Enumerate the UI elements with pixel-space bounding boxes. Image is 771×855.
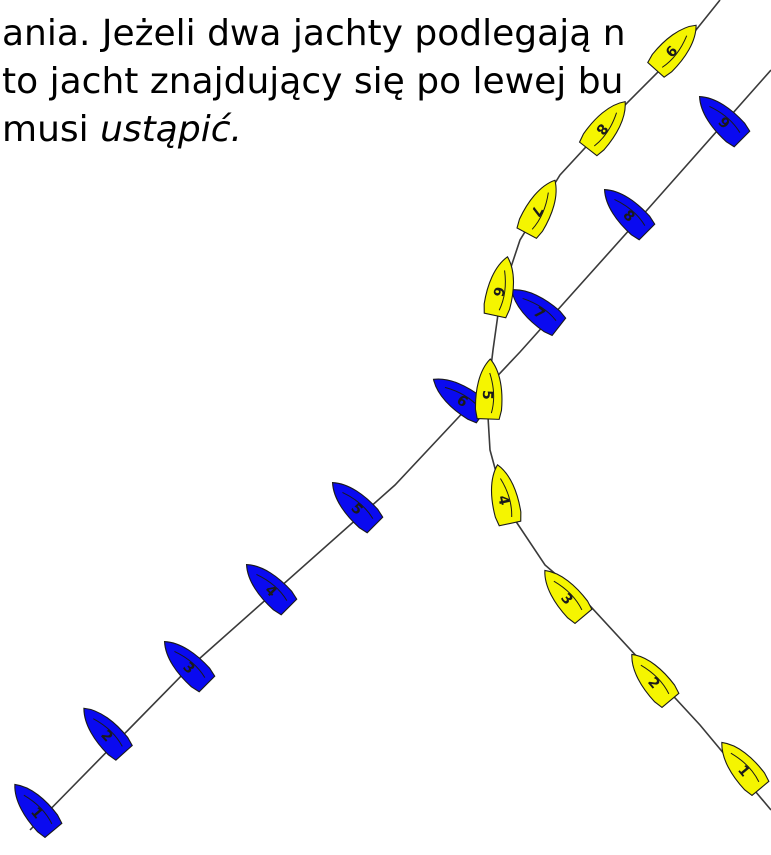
- yellow-yacht-hull: [544, 569, 593, 625]
- yellow-yacht-sail: [553, 580, 583, 611]
- text-line-1: ania. Jeżeli dwa jachty podlegają n: [2, 13, 626, 54]
- blue-yacht-hull: [14, 783, 63, 839]
- yellow-yacht-hull: [631, 653, 680, 709]
- yellow-yacht-hull: [483, 255, 515, 319]
- blue-yacht-sail: [174, 650, 206, 678]
- yellow-yacht-8: 8: [578, 100, 626, 157]
- yellow-yacht-sail: [640, 664, 670, 695]
- yellow-yacht-hull: [474, 358, 503, 420]
- yellow-yacht-9: 9: [647, 24, 697, 78]
- yellow-yacht-hull: [647, 24, 697, 78]
- yellow-yacht-5: 5: [474, 358, 503, 420]
- yellow-yacht-hull: [516, 179, 557, 240]
- text-emphasis-give-way: ustąpić.: [100, 109, 242, 150]
- yellow-yacht-number: 6: [489, 285, 507, 298]
- yellow-yacht-hull: [490, 463, 522, 527]
- yellow-yacht-hull: [578, 100, 626, 157]
- text-line-2: to jacht znajdujący się po lewej bu: [2, 61, 624, 102]
- blue-yacht-hull: [603, 188, 656, 241]
- blue-yacht-track: [29, 69, 771, 831]
- yellow-yacht-hull: [721, 741, 770, 797]
- blue-yacht-2: 2: [83, 707, 133, 761]
- blue-yacht-7: 7: [510, 289, 567, 337]
- yellow-yacht-2: 2: [631, 653, 680, 709]
- blue-yacht-sail: [342, 491, 374, 519]
- blue-yacht-hull: [83, 707, 133, 761]
- blue-yacht-6: 6: [432, 378, 490, 424]
- yellow-yacht-1: 1: [721, 741, 770, 797]
- yellow-yacht-sail: [500, 478, 513, 518]
- text-line-3-prefix: musi: [2, 109, 101, 150]
- blue-yacht-sail: [614, 198, 646, 226]
- yellow-yacht-sail: [531, 192, 549, 230]
- blue-yacht-hull: [698, 95, 751, 148]
- blue-yacht-sail: [23, 794, 53, 825]
- yellow-yacht-sail: [489, 372, 495, 414]
- blue-yacht-hull: [331, 481, 384, 534]
- blue-yacht-sail: [256, 573, 288, 601]
- yellow-yacht-number: 5: [479, 390, 495, 400]
- yellow-yacht-7: 7: [516, 179, 557, 240]
- blue-yacht-3: 3: [163, 640, 216, 693]
- yellow-yacht-6: 6: [483, 255, 515, 319]
- yellow-yacht-sail: [730, 752, 760, 783]
- blue-yacht-hull: [163, 640, 216, 693]
- yellow-yacht-sail: [498, 270, 506, 311]
- blue-yacht-sail: [522, 297, 557, 322]
- yellow-yacht-3: 3: [544, 569, 593, 625]
- rule-text: ania. Jeżeli dwa jachty podlegają n to j…: [0, 0, 771, 200]
- blue-yacht-5: 5: [331, 481, 384, 534]
- blue-yacht-sail: [709, 105, 741, 133]
- blue-yacht-hull: [245, 563, 298, 616]
- blue-yacht-hull: [510, 289, 567, 337]
- text-line-3: musi ustąpić.: [2, 106, 242, 154]
- blue-yacht-4: 4: [245, 563, 298, 616]
- blue-yacht-8: 8: [603, 188, 656, 241]
- yellow-yacht-sail: [661, 35, 688, 68]
- blue-yacht-1: 1: [14, 783, 63, 839]
- yellow-yacht-sail: [593, 112, 618, 147]
- blue-yacht-9: 9: [698, 95, 751, 148]
- yellow-yacht-4: 4: [490, 463, 522, 527]
- yellow-yacht-number: 4: [494, 494, 512, 507]
- blue-yacht-sail: [93, 718, 123, 747]
